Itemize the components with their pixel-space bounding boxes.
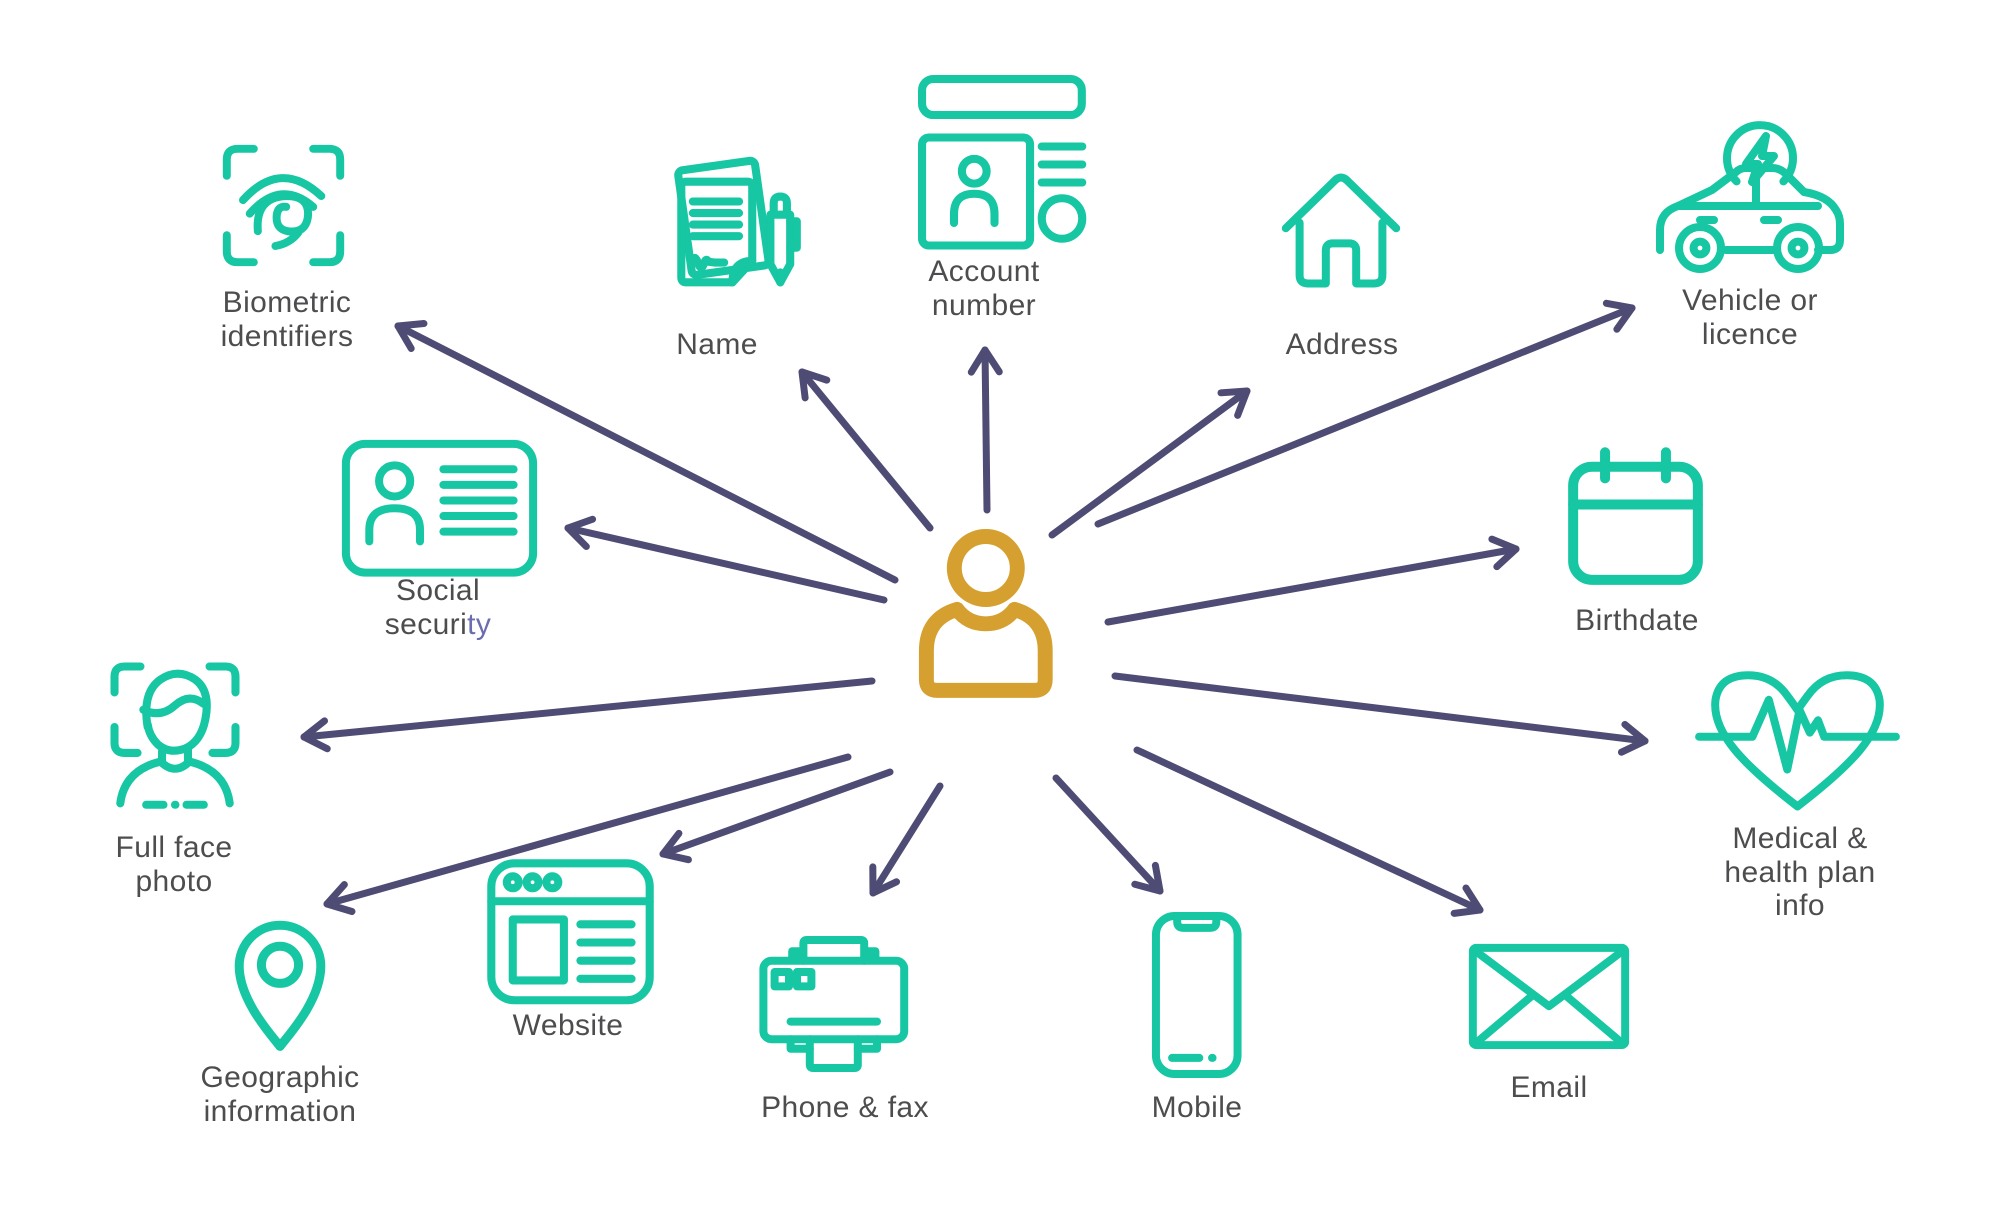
arrow-vehicle-or-licence [1094, 299, 1636, 528]
browser-window-icon [487, 859, 654, 1005]
arrow-mobile [1052, 774, 1164, 895]
label-social-security: Social security [384, 574, 492, 641]
map-pin-icon [234, 920, 326, 1051]
arrows [300, 299, 1649, 917]
bank-statement-icon [917, 74, 1087, 250]
arrow-email [1133, 746, 1484, 917]
label-website: Website [512, 1009, 624, 1042]
id-card-icon [341, 439, 538, 577]
arrow-social-security [564, 515, 888, 604]
label-mobile: Mobile [1151, 1091, 1243, 1124]
calendar-icon [1568, 447, 1703, 585]
arrow-phone-fax [869, 782, 944, 897]
label-full-face-photo: Full face photo [115, 831, 233, 898]
heart-pulse-icon [1695, 671, 1900, 811]
label-account-number: Account number [928, 255, 1040, 322]
smartphone-icon [1151, 911, 1242, 1079]
electric-car-icon [1656, 121, 1844, 273]
arrow-geographic-information [323, 753, 852, 915]
label-email: Email [1510, 1071, 1588, 1104]
label-geographic-information: Geographic information [200, 1061, 360, 1128]
label-name: Name [676, 328, 758, 361]
fax-printer-icon [759, 936, 909, 1073]
label-birthdate: Birthdate [1575, 604, 1699, 637]
arrow-full-face-photo [300, 677, 876, 753]
arrow-website [659, 768, 894, 864]
person-icon [918, 529, 1053, 698]
signed-document-pen-icon [674, 156, 801, 287]
arrow-medical-health [1111, 672, 1649, 756]
arrow-account-number [967, 346, 1003, 514]
label-vehicle-or-licence: Vehicle or licence [1682, 284, 1818, 351]
arrow-birthdate [1104, 535, 1520, 626]
label-biometric-identifiers: Biometric identifiers [220, 286, 354, 353]
face-scan-icon [110, 662, 240, 809]
label-phone-fax: Phone & fax [761, 1091, 929, 1124]
fingerprint-scan-icon [222, 144, 345, 267]
arrow-name [798, 368, 934, 532]
label-medical-health-plan: Medical & health plan info [1724, 822, 1876, 923]
envelope-icon [1468, 943, 1630, 1050]
arrow-biometric-identifiers [394, 320, 899, 584]
house-icon [1281, 173, 1401, 288]
arrow-address [1048, 387, 1251, 539]
label-address: Address [1285, 328, 1399, 361]
